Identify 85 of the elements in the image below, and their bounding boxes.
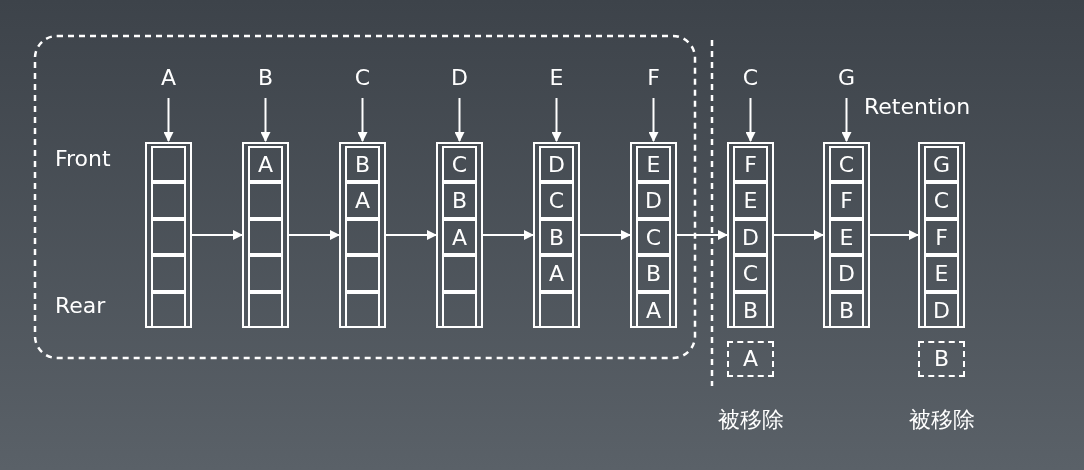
- stack-cell: [151, 255, 186, 292]
- stack-cell: [345, 255, 380, 292]
- stack-cell: [248, 255, 283, 292]
- stack-cell: B: [442, 182, 477, 219]
- stack-cell: F: [829, 182, 864, 219]
- stack-cell: [248, 291, 283, 328]
- stack-cell: B: [539, 218, 574, 256]
- stack-column: [339, 142, 386, 328]
- input-letter: D: [444, 64, 475, 92]
- arrow: [260, 97, 271, 142]
- stack-cell: B: [345, 146, 380, 183]
- side-label: Front: [55, 146, 111, 171]
- arrow: [676, 230, 728, 240]
- stack-cell: D: [829, 255, 864, 292]
- caption-text: 被移除: [907, 406, 976, 434]
- stack-cell: [442, 255, 477, 292]
- side-label: Rear: [55, 293, 106, 318]
- stack-column: [145, 142, 192, 328]
- arrow: [841, 97, 852, 142]
- stack-cell: D: [924, 291, 959, 328]
- stack-cell: G: [924, 146, 959, 183]
- stack-cell: [151, 218, 186, 256]
- stack-cell: E: [636, 146, 671, 183]
- arrow: [482, 230, 534, 240]
- caption-text: 被移除: [716, 406, 785, 434]
- input-letter: C: [347, 64, 378, 92]
- stack-cell: B: [636, 255, 671, 292]
- stack-cell: C: [539, 182, 574, 219]
- arrow: [163, 97, 174, 142]
- evicted-item-box: A: [727, 341, 774, 377]
- stack-cell: D: [539, 146, 574, 183]
- evicted-item-box: B: [918, 341, 965, 377]
- stack-cell: A: [248, 146, 283, 183]
- stack-cell: [539, 291, 574, 328]
- arrow: [385, 230, 437, 240]
- stack-cell: A: [345, 182, 380, 219]
- input-letter: C: [735, 64, 766, 92]
- stack-cell: E: [829, 218, 864, 256]
- arrow: [191, 230, 243, 240]
- stack-cell: [248, 218, 283, 256]
- arrow: [454, 97, 465, 142]
- stack-cell: [345, 291, 380, 328]
- stack-cell: [151, 146, 186, 183]
- stack-cell: [151, 182, 186, 219]
- arrow: [869, 230, 919, 240]
- arrow: [551, 97, 562, 142]
- stack-cell: [248, 182, 283, 219]
- stack-cell: C: [829, 146, 864, 183]
- stack-column: [823, 142, 870, 328]
- input-letter: F: [638, 64, 669, 92]
- stack-cell: [442, 291, 477, 328]
- stack-cell: B: [733, 291, 768, 328]
- stack-column: [533, 142, 580, 328]
- input-letter: E: [541, 64, 572, 92]
- arrow: [357, 97, 368, 142]
- stack-column: [630, 142, 677, 328]
- stack-cell: C: [636, 218, 671, 256]
- stack-column: [436, 142, 483, 328]
- stack-cell: C: [924, 182, 959, 219]
- stack-cell: F: [924, 218, 959, 256]
- stack-cell: [345, 218, 380, 256]
- stack-column: [918, 142, 965, 328]
- arrow: [288, 230, 340, 240]
- input-letter: B: [250, 64, 281, 92]
- stack-cell: [151, 291, 186, 328]
- side-label: Retention: [864, 94, 971, 119]
- stack-cell: E: [924, 255, 959, 292]
- input-letter: A: [153, 64, 184, 92]
- arrow: [648, 97, 659, 142]
- stack-cell: C: [733, 255, 768, 292]
- stack-cell: A: [636, 291, 671, 328]
- arrow: [579, 230, 631, 240]
- stack-cell: B: [829, 291, 864, 328]
- input-letter: G: [831, 64, 862, 92]
- stack-cell: E: [733, 182, 768, 219]
- arrow: [773, 230, 824, 240]
- arrow: [745, 97, 756, 142]
- stack-column: [727, 142, 774, 328]
- stack-cell: D: [636, 182, 671, 219]
- stack-cell: C: [442, 146, 477, 183]
- stack-cell: D: [733, 218, 768, 256]
- stack-cell: A: [539, 255, 574, 292]
- stack-cell: A: [442, 218, 477, 256]
- stack-cell: F: [733, 146, 768, 183]
- stack-column: [242, 142, 289, 328]
